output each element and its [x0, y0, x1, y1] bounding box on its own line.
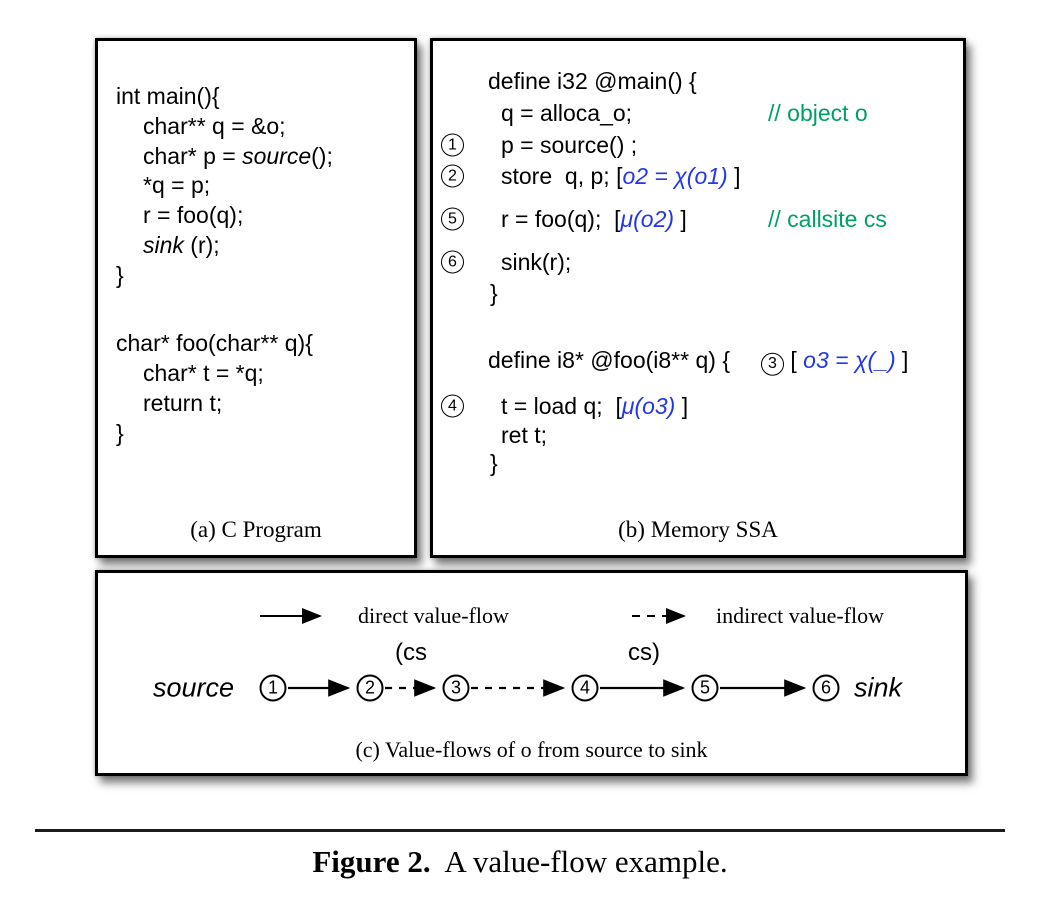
code-line: 4 t = load q; [μ(o3) ]: [433, 391, 963, 421]
circled-5-icon: 5: [441, 207, 464, 231]
panel-a-c-program: int main(){ char** q = &o; char* p = sou…: [95, 38, 417, 558]
code-line: }: [490, 450, 498, 476]
node-6: 6: [812, 674, 840, 702]
separator-rule: [35, 829, 1005, 832]
code-line: int main(){: [116, 83, 220, 109]
panel-b-memory-ssa: define i32 @main() { q = alloca_o; // ob…: [430, 38, 966, 558]
node-4: 4: [571, 674, 599, 702]
code-line: *q = p;: [143, 172, 211, 198]
code-line: 2 store q, p; [o2 = χ(o1) ]: [433, 161, 963, 191]
code-line: }: [116, 262, 124, 288]
ssa-annotation: μ(o3): [621, 393, 676, 419]
code-line: sink (r);: [143, 232, 220, 258]
direct-arrow-icon: [260, 608, 322, 624]
code-line: return t;: [143, 390, 223, 416]
circled-4-icon: 4: [441, 394, 464, 418]
sink-label: sink: [854, 672, 903, 703]
source-label: source: [153, 672, 235, 703]
ssa-annotation: o2 = χ(o1): [622, 163, 728, 189]
circled-3-icon: 3: [761, 352, 784, 376]
node-1: 1: [259, 674, 287, 702]
figure-caption: Figure 2. A value-flow example.: [0, 844, 1040, 880]
code-line: r = foo(q);: [143, 202, 244, 228]
valueflow-edges: [288, 679, 807, 697]
ssa-annotation: μ(o2): [620, 206, 675, 232]
code-line: ret t;: [501, 422, 548, 448]
code-line: }: [116, 420, 124, 446]
code-line: define i32 @main() {: [488, 68, 697, 94]
panel-c-caption: (c) Value-flows of o from source to sink: [355, 737, 708, 762]
ssa-annotation: o3 = χ(_): [803, 346, 896, 373]
code-line: char* p = source();: [143, 143, 333, 169]
code-line: char** q = &o;: [143, 113, 286, 139]
circled-6-icon: 6: [441, 250, 464, 274]
circled-1-icon: 1: [441, 133, 464, 157]
node-2: 2: [356, 674, 384, 702]
code-line: char* foo(char** q){: [116, 330, 313, 356]
comment-object-o: // object o: [768, 100, 868, 126]
panel-b-caption: (b) Memory SSA: [618, 517, 778, 542]
legend-direct-label: direct value-flow: [358, 603, 509, 628]
code-line: }: [490, 280, 498, 306]
cs-open-label: (cs: [395, 639, 427, 666]
node-5: 5: [691, 674, 719, 702]
legend-indirect-label: indirect value-flow: [716, 603, 884, 628]
code-line: 5 r = foo(q); [μ(o2) ] // callsite cs: [433, 204, 963, 234]
node-3: 3: [442, 674, 470, 702]
figure-caption-text: A value-flow example.: [430, 844, 728, 879]
panel-c-valueflow-diagram: direct value-flow indirect value-flow (c…: [95, 570, 968, 776]
circled-2-icon: 2: [441, 164, 464, 188]
panel-a-caption: (a) C Program: [190, 517, 322, 542]
code-line: define i8* @foo(i8** q) { 3 [ o3 = χ(_) …: [433, 345, 963, 376]
code-line: q = alloca_o; // object o: [501, 100, 868, 126]
code-line: 1 p = source() ;: [433, 130, 963, 160]
cs-close-label: cs): [628, 639, 660, 666]
comment-callsite-cs: // callsite cs: [768, 206, 887, 232]
code-line: char* t = *q;: [143, 360, 264, 386]
code-line: 6 sink(r);: [433, 247, 963, 277]
figure-caption-label: Figure 2.: [312, 844, 431, 879]
